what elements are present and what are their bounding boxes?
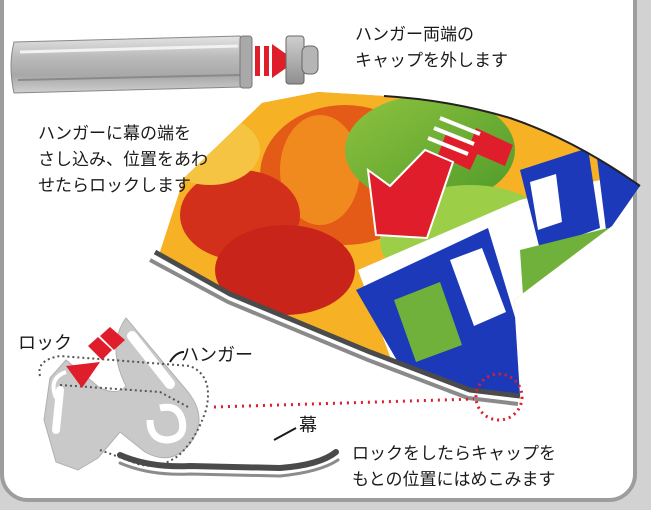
end-cap: [285, 35, 319, 85]
step1-caption: ハンガー両端の キャップを外します: [355, 25, 508, 71]
hanger-leader-line: [169, 351, 185, 363]
lock-arrow-icon: [66, 327, 125, 388]
banner-label: 幕: [299, 415, 317, 436]
hanger-label: ハンガー: [181, 345, 253, 366]
highlight-circle: [474, 372, 524, 422]
step2-caption: ハンガーに幕の端を さし込み、位置をあわ せたらロックします: [38, 124, 208, 196]
banner-leader-line: [273, 427, 297, 441]
hanger-cross-section: [38, 317, 209, 471]
arrow-stripes: [427, 116, 481, 156]
lock-label: ロック: [18, 333, 72, 354]
hanger-rail: [10, 35, 253, 94]
banner-fabric: [117, 449, 339, 472]
step3-caption: ロックをしたらキャップを もとの位置にはめこみます: [352, 444, 556, 490]
right-arrow-icon: [255, 44, 296, 78]
banner-fabric-edge: [118, 458, 340, 478]
pointer-line: [213, 397, 475, 409]
